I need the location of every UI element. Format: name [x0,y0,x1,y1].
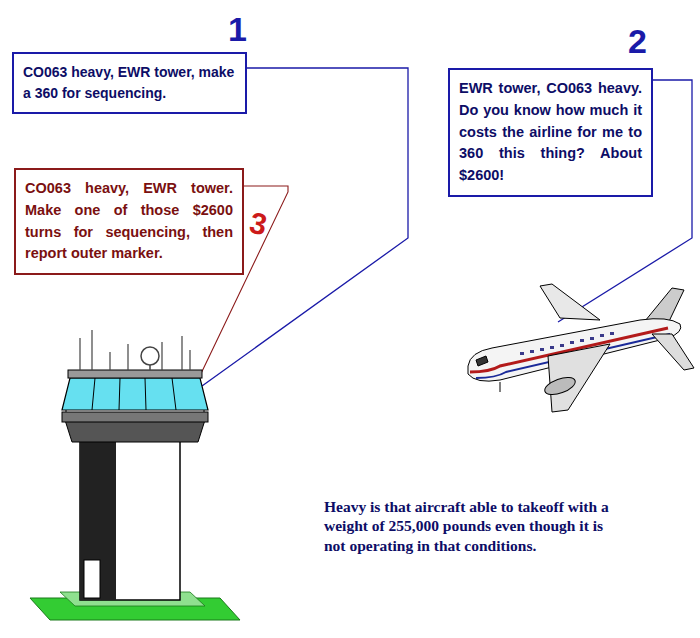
callout-number: 2 [628,20,647,63]
dialogue-text: EWR tower, CO063 heavy. Do you know how … [459,78,642,187]
callout-number: 1 [228,8,247,51]
speech-box: EWR tower, CO063 heavy. Do you know how … [448,68,653,197]
speech-box: CO063 heavy, EWR tower, make a 360 for s… [12,52,247,114]
leader-lines [202,68,692,386]
control-tower [30,330,240,620]
callout-number: 3 [246,204,270,244]
note-text: Heavy is that aircraft able to takeoff w… [324,497,624,555]
airplane [468,284,694,412]
speech-box: CO063 heavy, EWR tower. Make one of thos… [14,168,244,275]
dialogue-text: CO063 heavy, EWR tower, make a 360 for s… [23,62,236,104]
dialogue-text: CO063 heavy, EWR tower. Make one of thos… [25,178,233,265]
